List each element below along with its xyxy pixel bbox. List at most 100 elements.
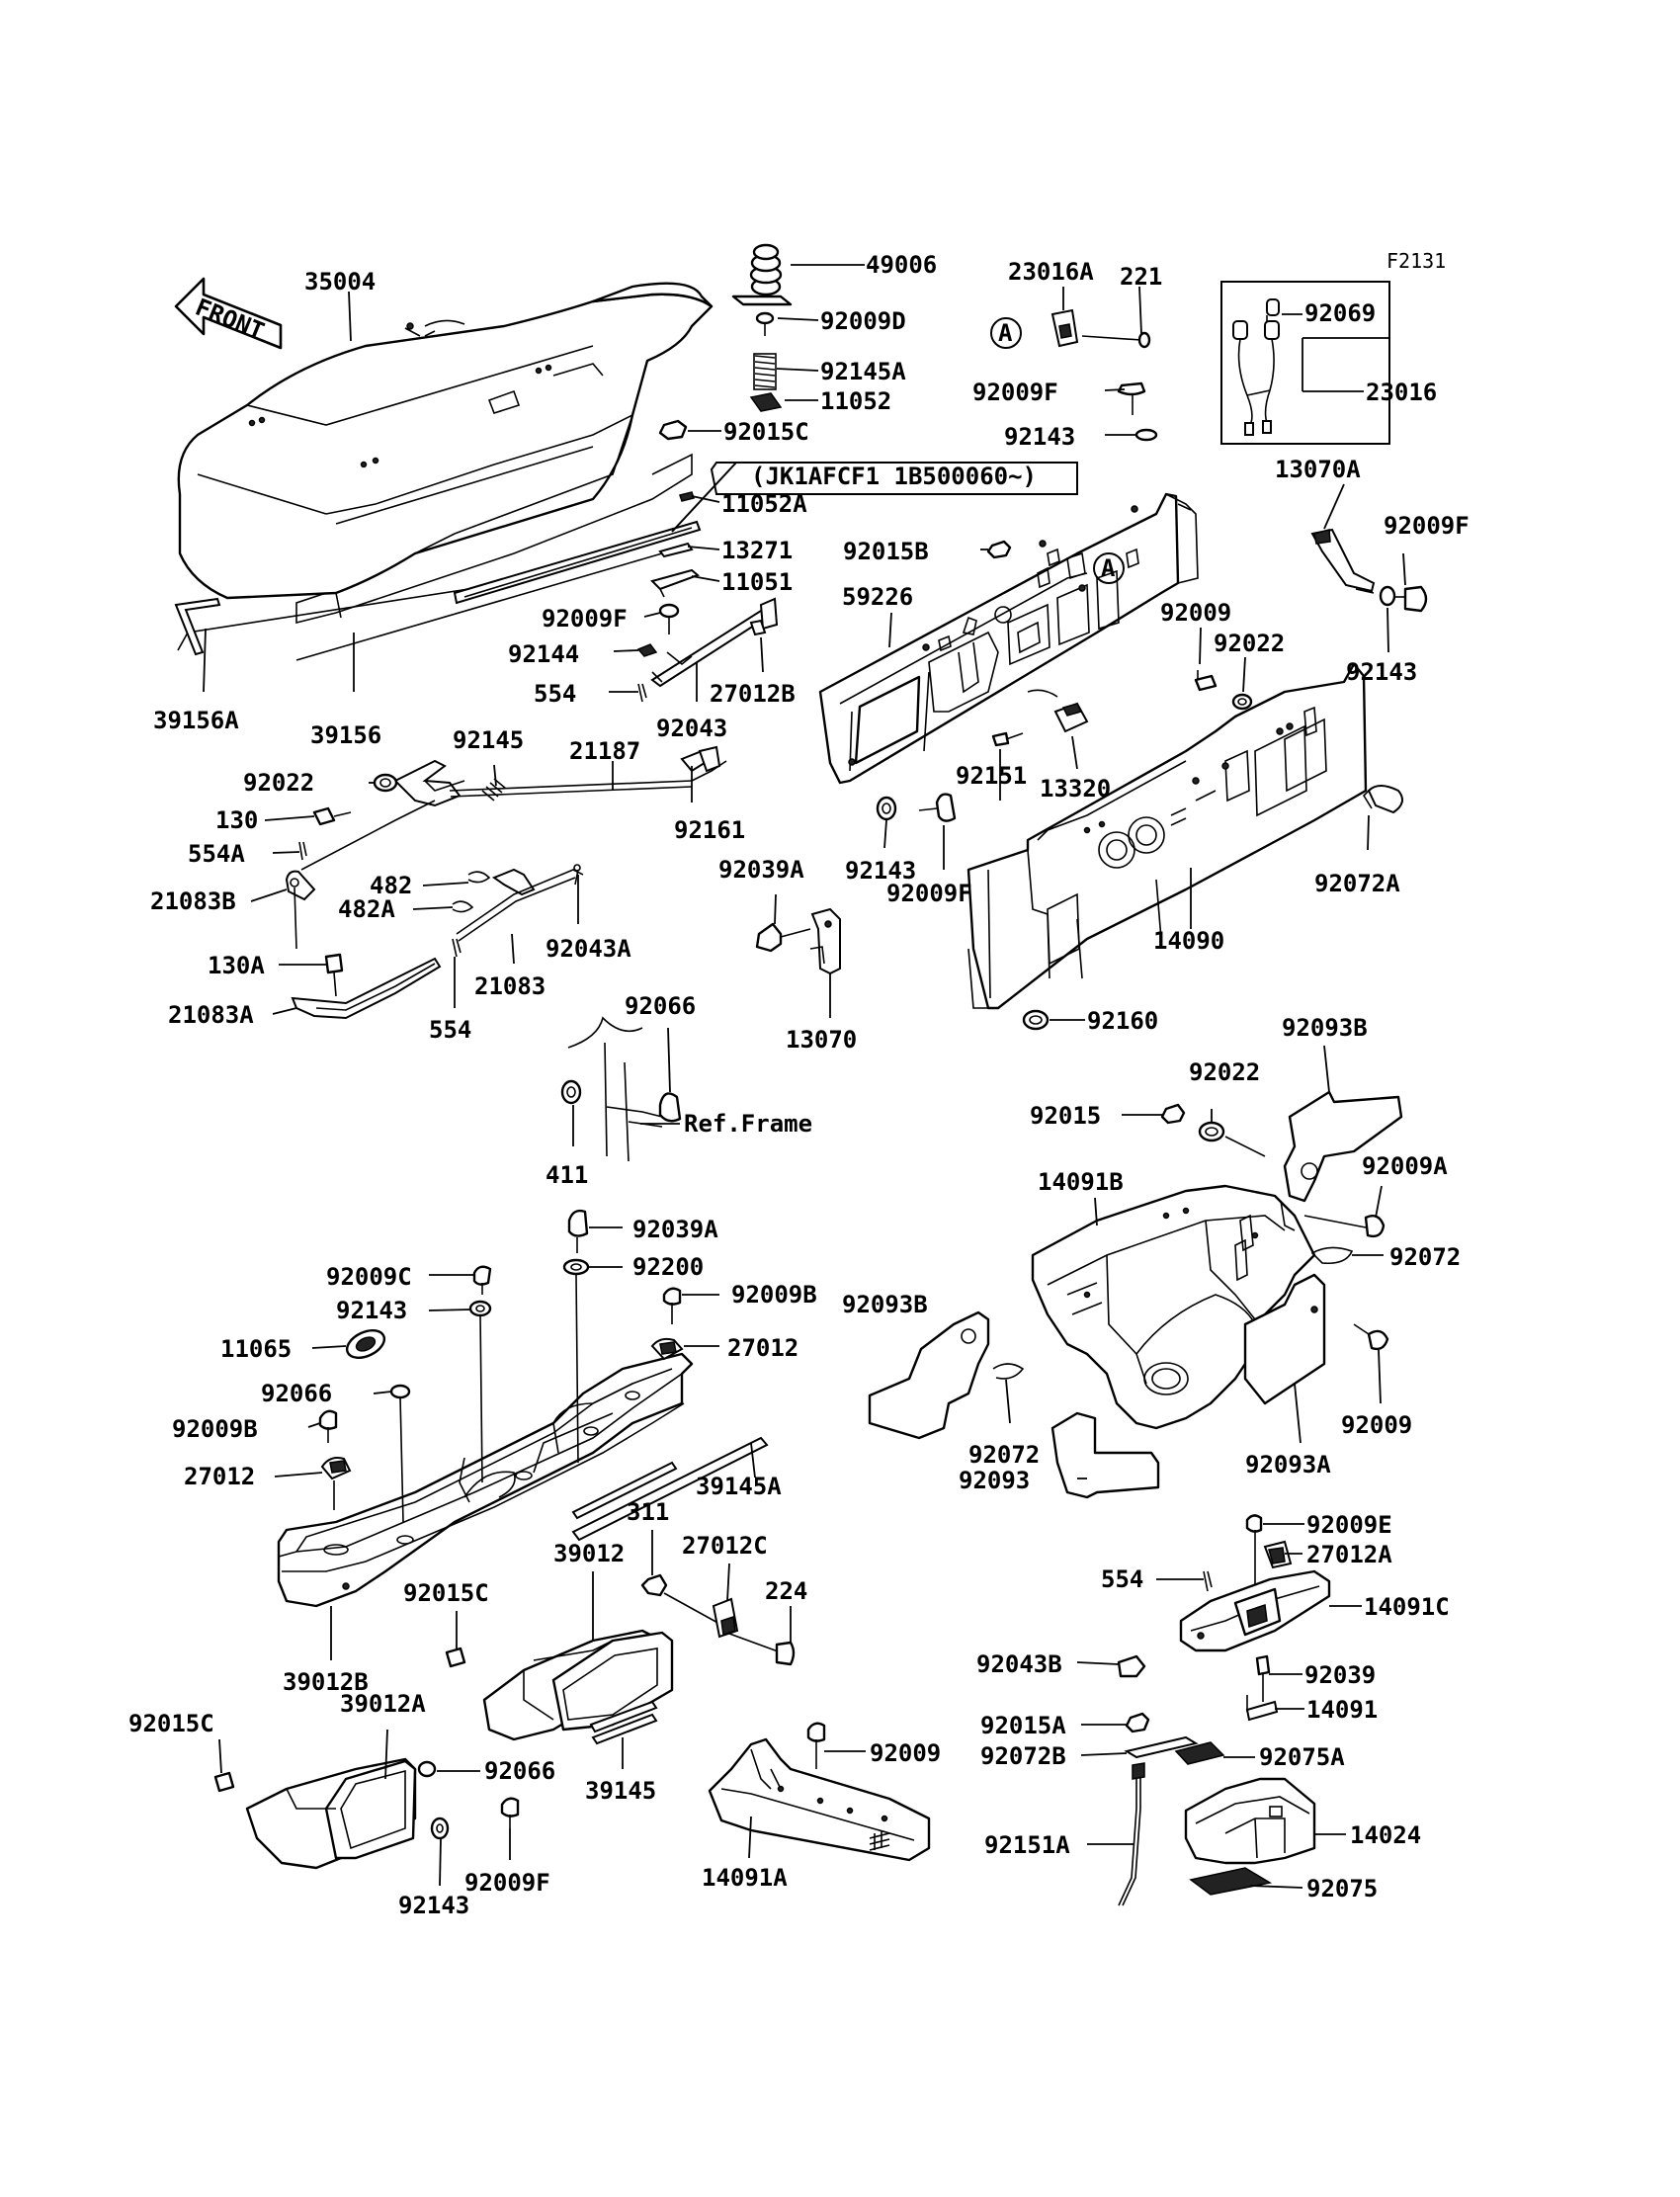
parts-top-right: A — [990, 308, 1158, 442]
part-label: 13070A — [1275, 456, 1361, 483]
part-label: 92015C — [723, 418, 809, 446]
plates-left — [868, 1310, 1160, 1499]
part-label: 92039 — [1304, 1661, 1376, 1689]
part-label: 92143 — [845, 857, 916, 885]
part-label: 92009F — [886, 880, 972, 907]
part-label: 92009B — [731, 1281, 817, 1309]
leader-lines — [203, 264, 1406, 1889]
part-label: 11065 — [220, 1335, 292, 1363]
part-label: 92072 — [968, 1441, 1040, 1469]
part-label: 11052A — [721, 490, 807, 518]
part-label: 21083A — [168, 1001, 254, 1029]
part-label: 21083B — [150, 887, 236, 915]
serial-note-box: (JK1AFCF1 1B500060~) — [671, 462, 1078, 533]
part-label: 92039A — [718, 856, 804, 884]
part-label: 554 — [534, 680, 576, 708]
part-label: 92043 — [656, 715, 727, 742]
part-label: 13271 — [721, 537, 793, 564]
diagram-code: F2131 — [1386, 249, 1446, 273]
panel-14090 — [966, 662, 1368, 1010]
part-label: 39145 — [585, 1777, 656, 1805]
part-label: 39156A — [153, 707, 239, 734]
front-arrow: FRONT — [174, 277, 283, 350]
part-label: 11052 — [820, 387, 891, 415]
part-label: 92072 — [1389, 1243, 1461, 1271]
part-label: 14091C — [1364, 1593, 1450, 1621]
part-label: 27012A — [1306, 1541, 1392, 1568]
part-label: 92043A — [546, 935, 631, 963]
part-label: 27012 — [727, 1334, 798, 1362]
serial-note: (JK1AFCF1 1B500060~) — [751, 463, 1037, 490]
part-label: 59226 — [842, 583, 913, 611]
part-label: 92022 — [243, 769, 314, 797]
part-label: 92145 — [453, 726, 524, 754]
part-label: 92009D — [820, 307, 906, 335]
part-label: 23016 — [1366, 379, 1437, 406]
part-label: 27012B — [710, 680, 796, 708]
part-label: 21187 — [569, 737, 640, 765]
part-label: 14091B — [1038, 1168, 1124, 1196]
part-label: 27012C — [682, 1532, 768, 1560]
panel-14091B — [1031, 1184, 1316, 1430]
part-label: 92022 — [1189, 1058, 1260, 1086]
panel-59226 — [818, 492, 1199, 785]
part-label: 92093 — [959, 1467, 1030, 1494]
part-label: 92200 — [632, 1253, 704, 1281]
part-label: 14091A — [702, 1864, 788, 1892]
part-label: 92066 — [484, 1757, 555, 1785]
part-label: 23016A — [1008, 258, 1094, 286]
part-label: 554 — [429, 1016, 471, 1044]
part-label: 92009A — [1362, 1152, 1448, 1180]
part-label: 39145A — [696, 1473, 782, 1500]
part-label: 92015A — [980, 1712, 1066, 1739]
part-label: 92143 — [398, 1892, 469, 1919]
part-label: 14090 — [1153, 927, 1224, 955]
part-label: 554 — [1101, 1565, 1143, 1593]
box-39012A — [213, 1757, 520, 1870]
part-label: 39156 — [310, 721, 381, 749]
part-label: 92009E — [1306, 1511, 1392, 1539]
part-label: 92009F — [1384, 512, 1470, 540]
part-label: 92009C — [326, 1263, 412, 1291]
part-label: 554A — [188, 840, 245, 868]
part-label: 92072B — [980, 1742, 1066, 1770]
parts-bottom-right — [1117, 1514, 1331, 1906]
part-label: 92015B — [843, 538, 929, 565]
part-label: 92144 — [508, 640, 579, 668]
rod-39156A — [174, 597, 221, 656]
part-label: 92145A — [820, 358, 906, 385]
part-label: 92072A — [1314, 870, 1400, 897]
part-label: 92009 — [1341, 1411, 1412, 1439]
ref-frame — [560, 1016, 682, 1162]
part-label: 92093B — [1282, 1014, 1368, 1042]
part-label: 92160 — [1087, 1007, 1158, 1035]
part-label: 130A — [208, 952, 265, 979]
part-label: 14024 — [1350, 1821, 1421, 1849]
part-label: 311 — [627, 1498, 669, 1526]
part-label: 92015C — [128, 1710, 214, 1737]
part-label: 92143 — [1004, 423, 1075, 451]
fasteners-14090 — [876, 670, 1403, 1031]
part-label: 92022 — [1214, 630, 1285, 657]
strip-39145A — [571, 1436, 769, 1542]
part-label: 221 — [1120, 263, 1162, 291]
harness-box-23016 — [1220, 281, 1390, 445]
part-label: 92143 — [336, 1297, 407, 1324]
part-label: 39012 — [553, 1540, 625, 1567]
box-39012 — [445, 1629, 674, 1745]
part-label: 92151A — [984, 1831, 1070, 1859]
part-label: 92161 — [674, 816, 745, 844]
latch-parts — [640, 1573, 796, 1666]
part-label: 11051 — [721, 568, 793, 596]
part-label: 13320 — [1040, 775, 1111, 803]
plates-right — [1160, 1090, 1403, 1405]
part-label: 92075A — [1259, 1743, 1345, 1771]
part-label: 92009F — [542, 605, 628, 633]
part-label: 92066 — [261, 1380, 332, 1407]
part-label: 92009 — [870, 1739, 941, 1767]
part-label: 13070 — [786, 1026, 857, 1054]
bracket-13070A — [1310, 528, 1428, 613]
part-label: 92009F — [464, 1869, 550, 1897]
part-label: 92075 — [1306, 1875, 1378, 1902]
part-label: 49006 — [866, 251, 937, 279]
